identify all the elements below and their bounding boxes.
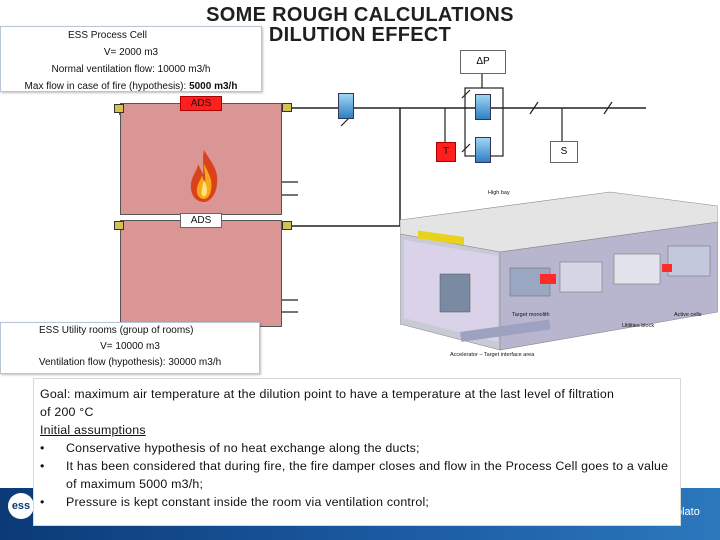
facility-illustration: High bay Target monolith Utilities block… [400,190,718,358]
equipment-4 [667,245,711,277]
filter-main [338,93,354,119]
slide-title-line1: SOME ROUGH CALCULATIONS [206,4,514,26]
max-flow-prefix: Max flow in case of fire (hypothesis): [24,81,190,92]
active-cell-highlight [540,274,556,284]
temperature-tag: T [436,142,456,162]
process-cell-heading: ESS Process Cell [68,30,147,41]
inlet-damper-2 [114,221,124,230]
label-active-cells: Active cells [674,312,702,318]
damper-slash-3 [461,143,471,153]
damper-slash-2 [461,89,471,99]
outlet-damper-1 [282,103,292,112]
facility-roof [400,191,718,253]
equipment-2 [559,261,603,293]
accelerator-tunnel [460,319,551,342]
crane-rail [418,230,464,245]
assumptions-heading: Initial assumptions [40,423,146,437]
ads-tag-utility: ADS [180,213,222,228]
utility-flow: Ventilation flow (hypothesis): 30000 m3/… [38,357,222,368]
filter-bypass-bottom [475,137,491,163]
process-cell-info-box: ESS Process Cell V= 2000 m3 Normal venti… [0,26,262,92]
fire-icon [190,150,218,202]
damper-slash-5 [603,101,613,115]
goal-text-box: Goal: maximum air temperature at the dil… [33,378,681,526]
inlet-damper-1 [114,104,124,113]
ads-tag-process-cell: ADS [180,96,222,111]
max-flow-value: 5000 m3/h [189,81,238,92]
label-high-bay: High bay [488,190,510,196]
equipment-3 [613,253,661,285]
outlet-damper-2 [282,221,292,230]
ess-logo: ess [8,493,34,519]
assumption-bullet-2: It has been considered that during fire,… [40,457,674,493]
assumption-bullet-3: Pressure is kept constant inside the roo… [40,493,674,511]
monolith-block [439,273,471,313]
filter-bypass-top [475,94,491,120]
sensor-tag: S [550,141,578,163]
process-cell-normal-flow: Normal ventilation flow: 10000 m3/h [51,64,211,75]
utility-volume: V= 10000 m3 [100,341,160,352]
goal-line-1: Goal: maximum air temperature at the dil… [40,387,615,401]
goal-line-2: of 200 °C [40,405,94,419]
utility-info-box: ESS Utility rooms (group of rooms) V= 10… [0,322,260,374]
label-interface-area: Accelerator – Target interface area [450,352,535,358]
label-target-monolith: Target monolith [512,312,550,318]
utility-room [120,220,282,327]
facility-side-wall [499,221,718,351]
active-cell-highlight-2 [662,264,672,272]
footer-presenter-name: olato [676,506,700,518]
slide-title-line2: DILUTION EFFECT [268,24,452,46]
process-cell-max-flow: Max flow in case of fire (hypothesis): 5… [1,78,261,95]
process-cell-room [120,103,282,215]
label-utilities-block: Utilities block [622,323,654,329]
process-cell-volume: V= 2000 m3 [103,47,159,58]
damper-slash-4 [529,101,539,115]
utility-heading: ESS Utility rooms (group of rooms) [39,325,194,336]
pressure-tag: ΔP [460,50,506,74]
assumption-bullet-1: Conservative hypothesis of no heat excha… [40,439,674,457]
